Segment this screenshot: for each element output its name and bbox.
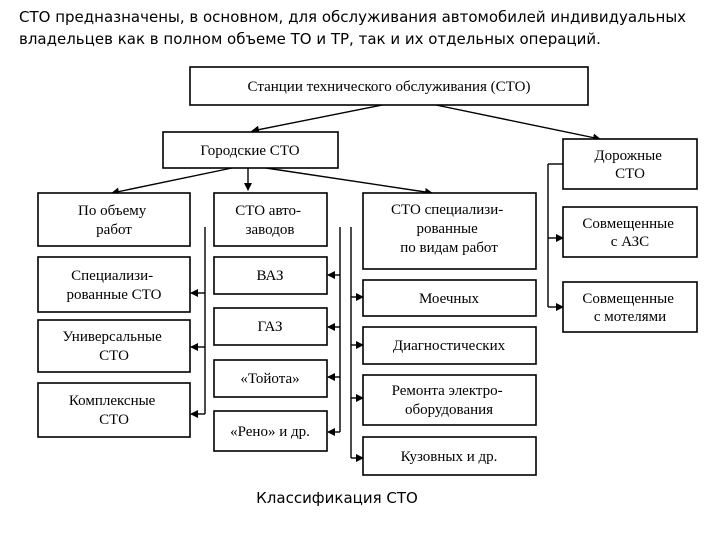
plant-vaz-label: ВАЗ [256, 268, 283, 284]
box-by-volume [37, 192, 191, 247]
road-azs-label: Совмещенные с АЗС [582, 216, 677, 250]
road-motels-label: Совмещенные с мотелями [582, 291, 677, 325]
box-spec-electrical [362, 374, 537, 426]
root-label: Станции технического обслуживания (СТО) [248, 79, 531, 95]
box-city [162, 131, 339, 169]
box-volume-complex [37, 382, 191, 438]
boxes [37, 66, 698, 476]
box-auto-plants [213, 192, 328, 247]
box-plant-gaz [213, 307, 328, 346]
by-volume-label: По объему работ [78, 203, 150, 238]
intro-text: СТО предназначены, в основном, для обслу… [19, 8, 687, 48]
box-spec-body [362, 436, 537, 476]
plant-renault-label: «Рено» и др. [230, 424, 310, 440]
spec-washing-label: Моечных [419, 291, 480, 307]
box-road-motels [562, 281, 698, 333]
figure-caption: Классификация СТО [256, 489, 418, 507]
spec-electrical-label: Ремонта электро- оборудования [392, 383, 507, 418]
spec-diagnostic-label: Диагностических [393, 338, 506, 354]
specialized-label: СТО специализи- рованные по видам работ [391, 202, 507, 256]
box-plant-vaz [213, 256, 328, 295]
box-spec-diagnostic [362, 326, 537, 365]
volume-specialized-label: Специализи- рованные СТО [67, 268, 162, 303]
spec-body-label: Кузовных и др. [401, 449, 498, 465]
box-plant-toyota [213, 359, 328, 398]
box-specialized [362, 192, 537, 270]
plant-toyota-label: «Тойота» [240, 371, 299, 387]
auto-plants-label: СТО авто- заводов [235, 203, 305, 238]
box-plant-renault [213, 410, 328, 452]
box-spec-washing [362, 279, 537, 317]
city-label: Городские СТО [200, 143, 299, 159]
plant-gaz-label: ГАЗ [257, 319, 282, 335]
box-volume-specialized [37, 256, 191, 313]
road-label: Дорожные СТО [594, 148, 665, 182]
box-volume-universal [37, 319, 191, 373]
box-road [562, 138, 698, 190]
volume-complex-label: Комплексные СТО [69, 393, 159, 428]
box-road-azs [562, 206, 698, 258]
connectors [111, 104, 601, 462]
volume-universal-label: Универсальные СТО [63, 329, 166, 364]
box-root [189, 66, 589, 106]
box-labels: Станции технического обслуживания (СТО) … [63, 79, 677, 465]
